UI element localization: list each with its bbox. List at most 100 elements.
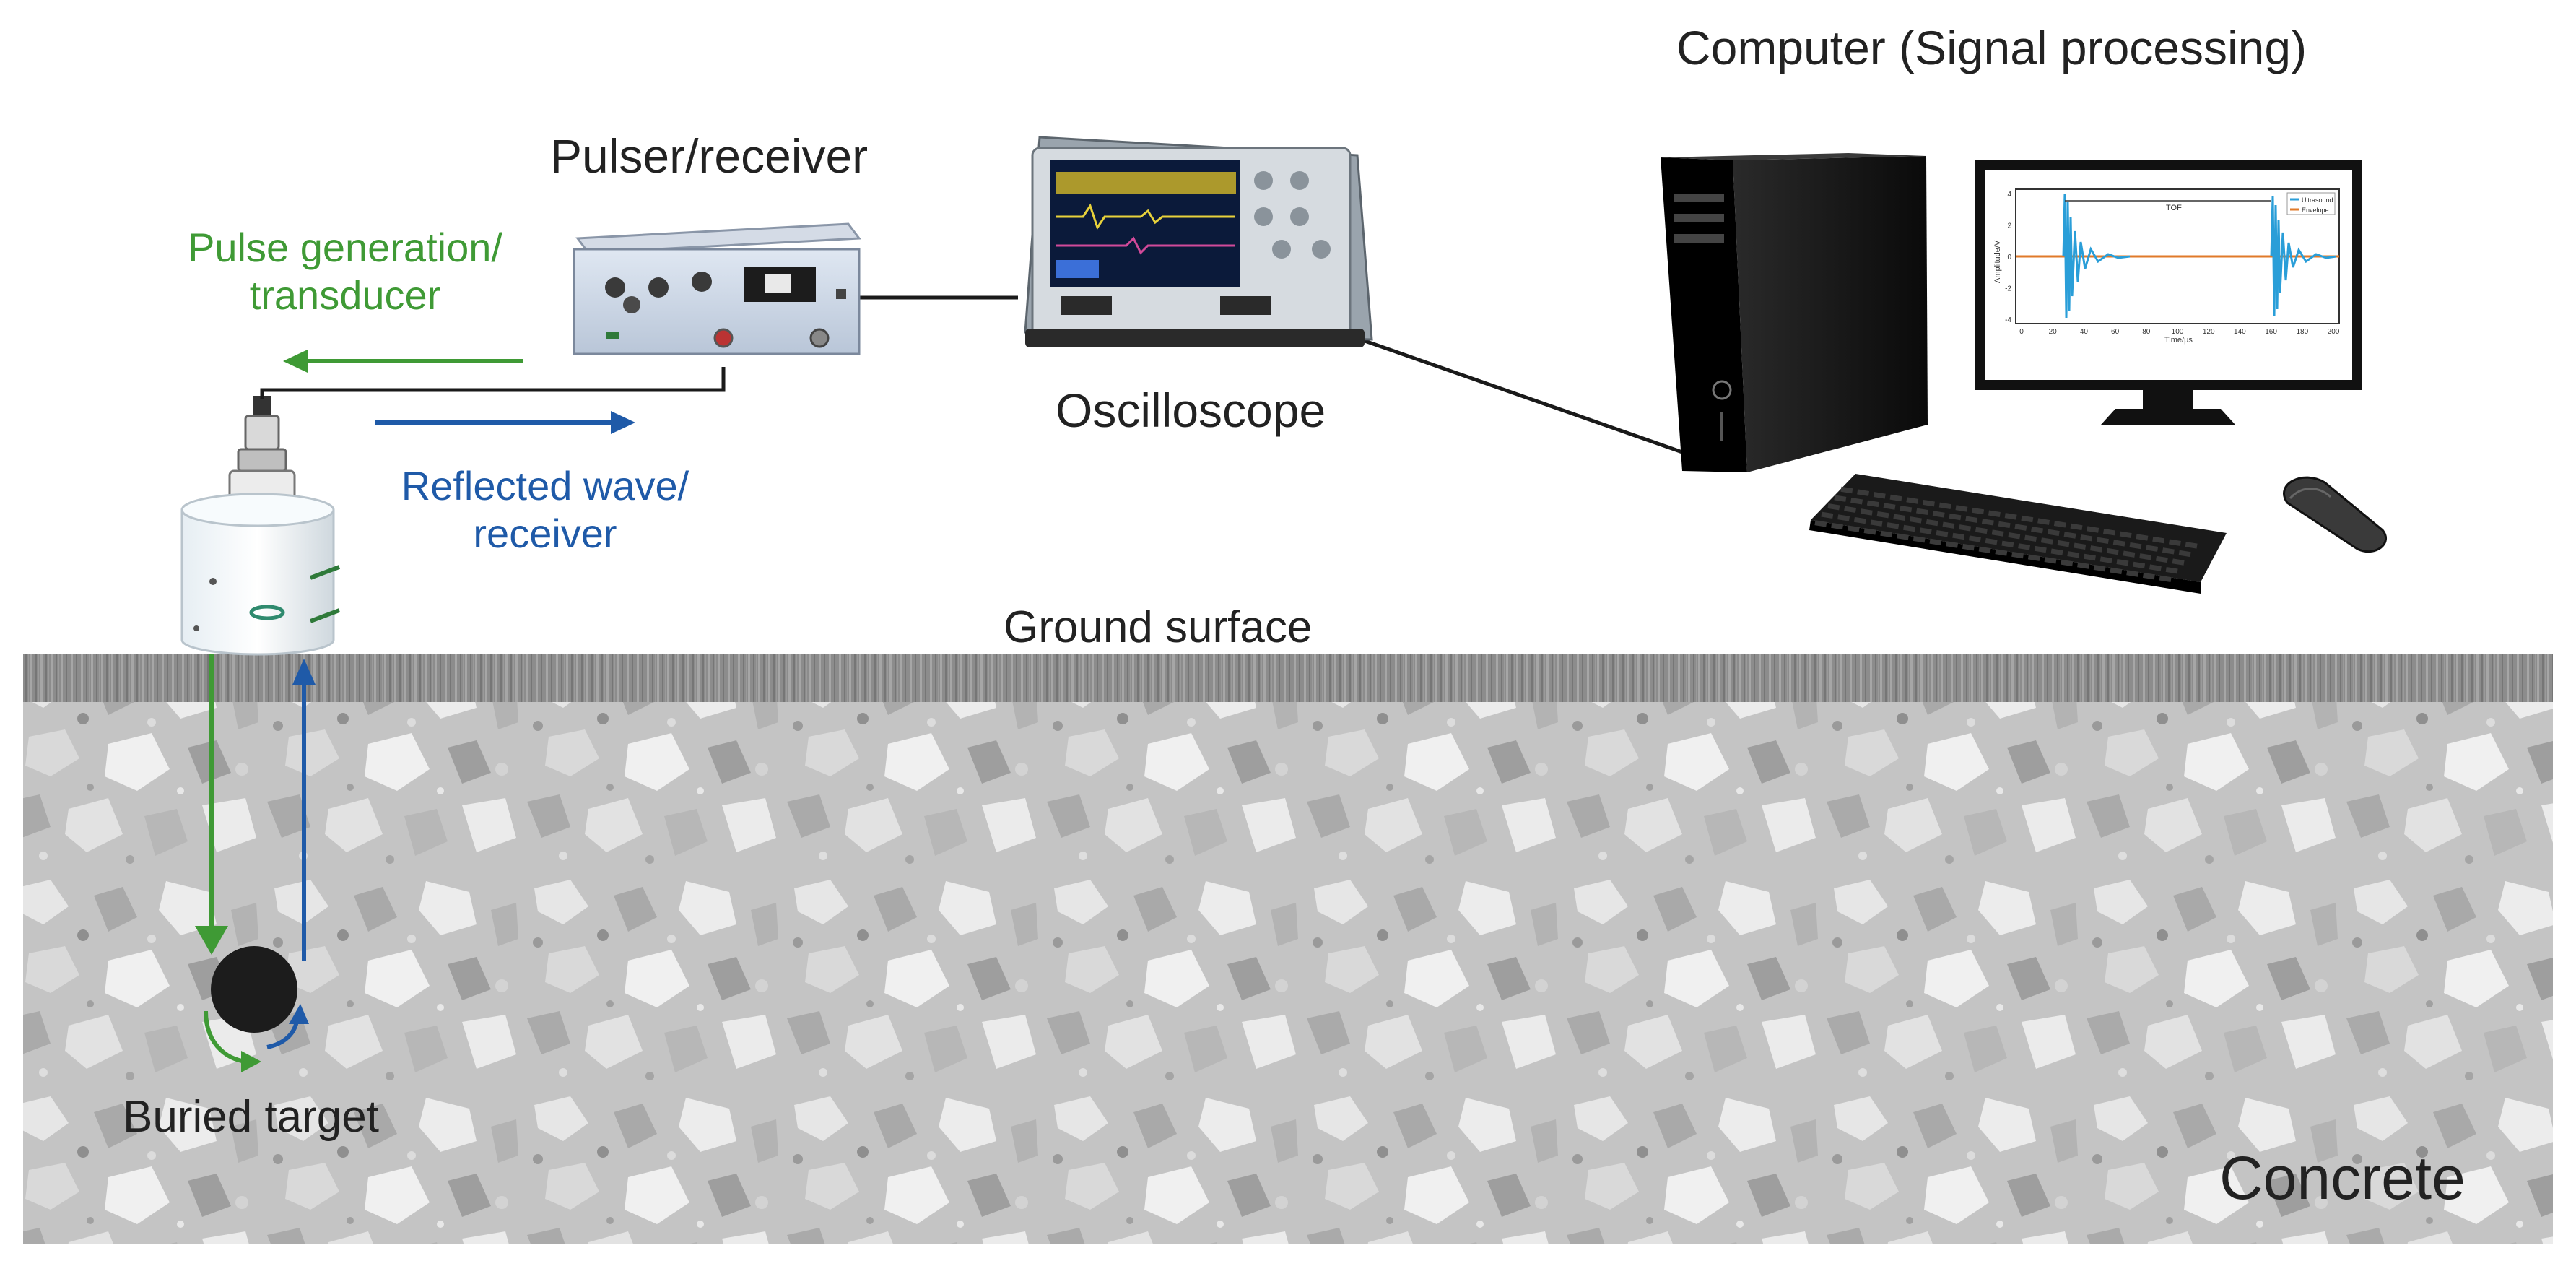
keyboard-key: [2142, 572, 2155, 580]
keyboard-key: [2011, 551, 2024, 559]
keyboard-key: [2093, 565, 2106, 572]
keyboard-key: [2106, 547, 2119, 555]
keyboard-key: [1850, 498, 1863, 505]
keyboard-key: [2024, 534, 2037, 542]
monitor-xtick-label: 40: [2080, 328, 2089, 336]
keyboard-key: [1880, 530, 1893, 538]
pulser-receiver-device: [573, 222, 861, 355]
keyboard-key: [2097, 537, 2109, 544]
keyboard-key: [1827, 503, 1840, 511]
keyboard-key: [2034, 545, 2047, 553]
keyboard-key: [1949, 513, 1962, 521]
monitor-ytick-label: 0: [2007, 254, 2011, 261]
monitor-legend-envelope: Envelope: [2302, 207, 2329, 214]
keyboard-key: [2084, 553, 2096, 561]
monitor-xtick-label: 200: [2328, 328, 2340, 336]
keyboard-key: [1929, 538, 1942, 546]
keyboard-key: [1844, 506, 1857, 514]
keyboard-key: [2149, 564, 2162, 571]
keyboard-key: [1919, 527, 1932, 534]
keyboard-key: [2133, 561, 2146, 569]
keyboard-key: [1831, 522, 1844, 530]
concrete-label: Concrete: [2219, 1144, 2466, 1212]
keyboard-key: [1995, 549, 2008, 556]
keyboard-key: [2126, 570, 2139, 577]
keyboard-key: [2074, 542, 2087, 550]
keyboard-key: [2090, 545, 2102, 552]
keyboard-key: [1837, 514, 1850, 521]
keyboard-key: [1857, 489, 1870, 496]
keyboard-key: [1814, 520, 1827, 527]
monitor-ytick-label: 2: [2007, 222, 2011, 230]
monitor-xtick-label: 140: [2234, 328, 2246, 336]
keyboard-key: [2027, 554, 2040, 561]
keyboard-key: [1887, 522, 1900, 529]
keyboard-key: [2067, 551, 2080, 558]
monitor-ytick-label: -2: [2005, 285, 2011, 293]
keyboard-key: [1910, 516, 1922, 524]
buried-target: [211, 946, 297, 1033]
keyboard-key: [1968, 535, 1981, 542]
keyboard-key: [2136, 534, 2149, 541]
pulse-generation-label-line1: Pulse generation/: [188, 225, 502, 270]
keyboard-key: [1923, 499, 1935, 507]
keyboard-key: [2162, 547, 2175, 555]
keyboard-key: [1863, 528, 1876, 535]
keyboard-key: [1883, 503, 1896, 510]
reflected-wave-label-line2: receiver: [473, 511, 617, 557]
monitor-xtick-label: 180: [2296, 328, 2308, 336]
keyboard-key: [2146, 545, 2159, 552]
keyboard-key: [2053, 521, 2066, 528]
pulse-generation-label-line2: transducer: [249, 272, 441, 318]
keyboard-key: [1897, 533, 1909, 540]
keyboard-key: [2087, 526, 2099, 533]
keyboard-key: [2103, 528, 2115, 536]
ground-surface-band: [23, 654, 2553, 702]
monitor-xtick-label: 0: [2019, 328, 2024, 336]
keyboard-key: [1840, 486, 1853, 494]
transmit-path-arrows: [195, 350, 523, 1072]
reflected-wave-label-line1: Reflected wave/: [401, 463, 689, 508]
keyboard-key: [2168, 539, 2181, 546]
reflected-wave-label: Reflected wave/ receiver: [368, 462, 722, 558]
monitor-xtick-label: 60: [2111, 328, 2120, 336]
keyboard-key: [2077, 562, 2089, 569]
keyboard-key: [1860, 508, 1873, 516]
keyboard-key: [1847, 525, 1860, 532]
keyboard-key: [1959, 524, 1972, 532]
oscilloscope-label: Oscilloscope: [1056, 384, 1326, 437]
ground-surface-label: Ground surface: [1004, 602, 1313, 652]
keyboard-key: [2031, 526, 2044, 534]
keyboard-key: [2040, 537, 2053, 545]
keyboard-key: [2110, 567, 2123, 575]
keyboard-key: [2172, 558, 2185, 566]
pulser-receiver-label: Pulser/receiver: [550, 129, 869, 183]
monitor-plot-ylabel: Amplitude/V: [1993, 240, 2002, 283]
keyboard-key: [2185, 542, 2198, 549]
computer-tower: [1661, 153, 1928, 472]
keyboard-key: [1972, 507, 1985, 515]
keyboard-key: [1873, 492, 1886, 499]
keyboard-key: [2159, 575, 2172, 582]
keyboard-key: [1985, 537, 1998, 545]
keyboard-key: [1853, 516, 1866, 524]
keyboard-key: [1946, 541, 1959, 548]
monitor-xtick-label: 100: [2172, 328, 2184, 336]
keyboard-key: [1870, 519, 1883, 526]
keyboard-key: [1916, 508, 1928, 515]
monitor-plot-xlabel: Time/μs: [2164, 336, 2193, 344]
keyboard-key: [2061, 559, 2074, 567]
computer-label: Computer (Signal processing): [1676, 21, 2307, 74]
keyboard-key: [2116, 559, 2129, 566]
keyboard-key: [2021, 515, 2034, 523]
keyboard-key: [2152, 536, 2165, 544]
keyboard-key: [2123, 550, 2136, 558]
mouse: [2283, 476, 2388, 553]
keyboard-key: [1903, 524, 1915, 532]
keyboard-key: [1978, 546, 1991, 553]
keyboard-key: [1981, 519, 1994, 526]
keyboard-key: [2080, 534, 2093, 542]
keyboard-key: [2112, 540, 2125, 547]
